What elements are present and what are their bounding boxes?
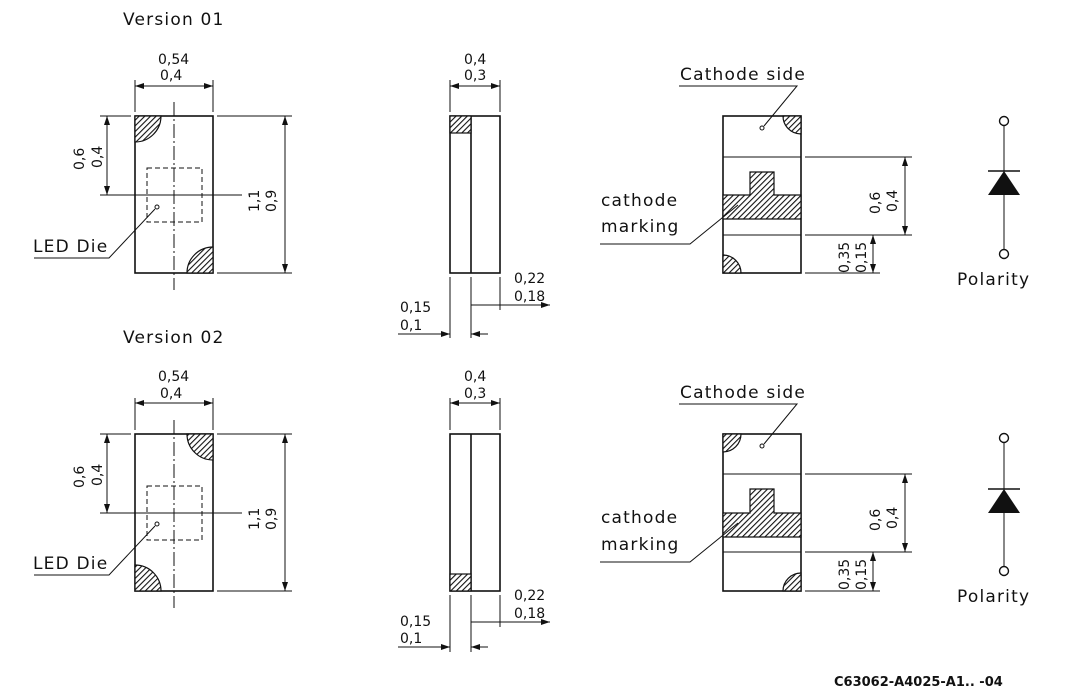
bottom-view-v2: Cathode side cathode marking 0,6 0,4 0,3… xyxy=(600,383,912,592)
die-leader xyxy=(34,208,156,259)
marking-label-line1: cathode xyxy=(601,508,678,528)
left-max: 0,15 xyxy=(400,614,431,630)
die-offset-min: 0,4 xyxy=(90,146,106,168)
cathode-leader xyxy=(679,403,799,445)
width-max: 0,54 xyxy=(158,369,189,385)
terminal-dot xyxy=(998,115,1010,127)
length-max: 1,1 xyxy=(247,190,263,212)
polarity-label: Polarity xyxy=(957,270,1030,290)
thickness-min: 0,3 xyxy=(464,68,486,84)
side-pad xyxy=(449,115,472,134)
contact-pad xyxy=(134,115,162,143)
right-min: 0,18 xyxy=(514,606,545,622)
left-min: 0,1 xyxy=(400,631,422,647)
side-view-v2: 0,4 0,3 0,15 0,1 0,22 0,18 xyxy=(398,369,550,652)
right-max: 0,22 xyxy=(514,271,545,287)
corner-mark xyxy=(782,572,802,592)
terminal-dot xyxy=(998,248,1010,260)
led-die-label: LED Die xyxy=(33,237,108,257)
top-view-v1: LED Die 0,54 0,4 0,6 0,4 1,1 0,9 xyxy=(33,52,292,290)
marking-leader xyxy=(600,204,739,245)
marking-label-line1: cathode xyxy=(601,191,678,211)
version-01: Version 01 LED Die 0,54 0,4 0,6 0,4 xyxy=(33,10,1030,338)
length-min: 0,9 xyxy=(264,508,280,530)
marking-leader xyxy=(600,522,739,563)
version-02-label: Version 02 xyxy=(123,328,225,348)
cathode-side-label: Cathode side xyxy=(680,383,806,403)
cathode-leader-dot xyxy=(759,125,765,131)
led-die-label: LED Die xyxy=(33,554,108,574)
marking-min: 0,4 xyxy=(885,190,901,212)
contact-pad xyxy=(186,246,214,274)
side-outline xyxy=(449,115,501,274)
diode-symbol-icon xyxy=(988,171,1020,195)
left-min: 0,1 xyxy=(400,318,422,334)
left-max: 0,15 xyxy=(400,300,431,316)
length-max: 1,1 xyxy=(247,508,263,530)
bottom-view-v1: Cathode side cathode marking 0,6 0,4 0,3… xyxy=(600,65,912,274)
polarity-v2: Polarity xyxy=(957,432,1030,607)
right-max: 0,22 xyxy=(514,588,545,604)
marking-min: 0,4 xyxy=(885,507,901,529)
top-view-v2: LED Die 0,54 0,4 0,6 0,4 1,1 0,9 xyxy=(33,369,292,608)
thickness-min: 0,3 xyxy=(464,386,486,402)
version-01-label: Version 01 xyxy=(123,10,225,30)
thickness-max: 0,4 xyxy=(464,369,486,385)
width-min: 0,4 xyxy=(160,386,182,402)
side-view-v1: 0,4 0,3 0,15 0,1 0,22 0,18 xyxy=(398,52,550,338)
contact-pad xyxy=(134,564,162,592)
die-leader-dot xyxy=(154,521,160,527)
drawing-code: C63062-A4025-A1.. -04 xyxy=(834,675,1003,690)
cathode-marking xyxy=(722,171,802,220)
die-offset-min: 0,4 xyxy=(90,464,106,486)
right-min: 0,18 xyxy=(514,289,545,305)
marking-max: 0,6 xyxy=(868,192,884,214)
gap-max: 0,35 xyxy=(837,559,853,590)
cathode-leader xyxy=(679,85,799,127)
version-02: Version 02 LED Die 0,54 0,4 0,6 0,4 1, xyxy=(33,328,1030,652)
gap-min: 0,15 xyxy=(854,559,870,590)
corner-mark xyxy=(722,254,742,274)
gap-max: 0,35 xyxy=(837,242,853,273)
marking-max: 0,6 xyxy=(868,509,884,531)
diode-symbol-icon xyxy=(988,489,1020,513)
marking-label-line2: marking xyxy=(601,535,680,555)
die-leader xyxy=(34,525,156,576)
width-min: 0,4 xyxy=(160,68,182,84)
width-max: 0,54 xyxy=(158,52,189,68)
side-outline xyxy=(449,433,501,592)
die-leader-dot xyxy=(154,204,160,210)
gap-min: 0,15 xyxy=(854,242,870,273)
polarity-label: Polarity xyxy=(957,587,1030,607)
marking-label-line2: marking xyxy=(601,217,680,237)
length-min: 0,9 xyxy=(264,190,280,212)
terminal-dot xyxy=(998,432,1010,444)
thickness-max: 0,4 xyxy=(464,52,486,68)
side-pad xyxy=(449,573,472,592)
polarity-v1: Polarity xyxy=(957,115,1030,290)
die-offset-max: 0,6 xyxy=(72,148,88,170)
contact-pad xyxy=(186,433,214,461)
die-offset-max: 0,6 xyxy=(72,466,88,488)
cathode-marking xyxy=(722,488,802,538)
corner-mark xyxy=(782,115,802,135)
cathode-leader-dot xyxy=(759,443,765,449)
cathode-side-label: Cathode side xyxy=(680,65,806,85)
corner-mark xyxy=(722,433,742,453)
terminal-dot xyxy=(998,565,1010,577)
